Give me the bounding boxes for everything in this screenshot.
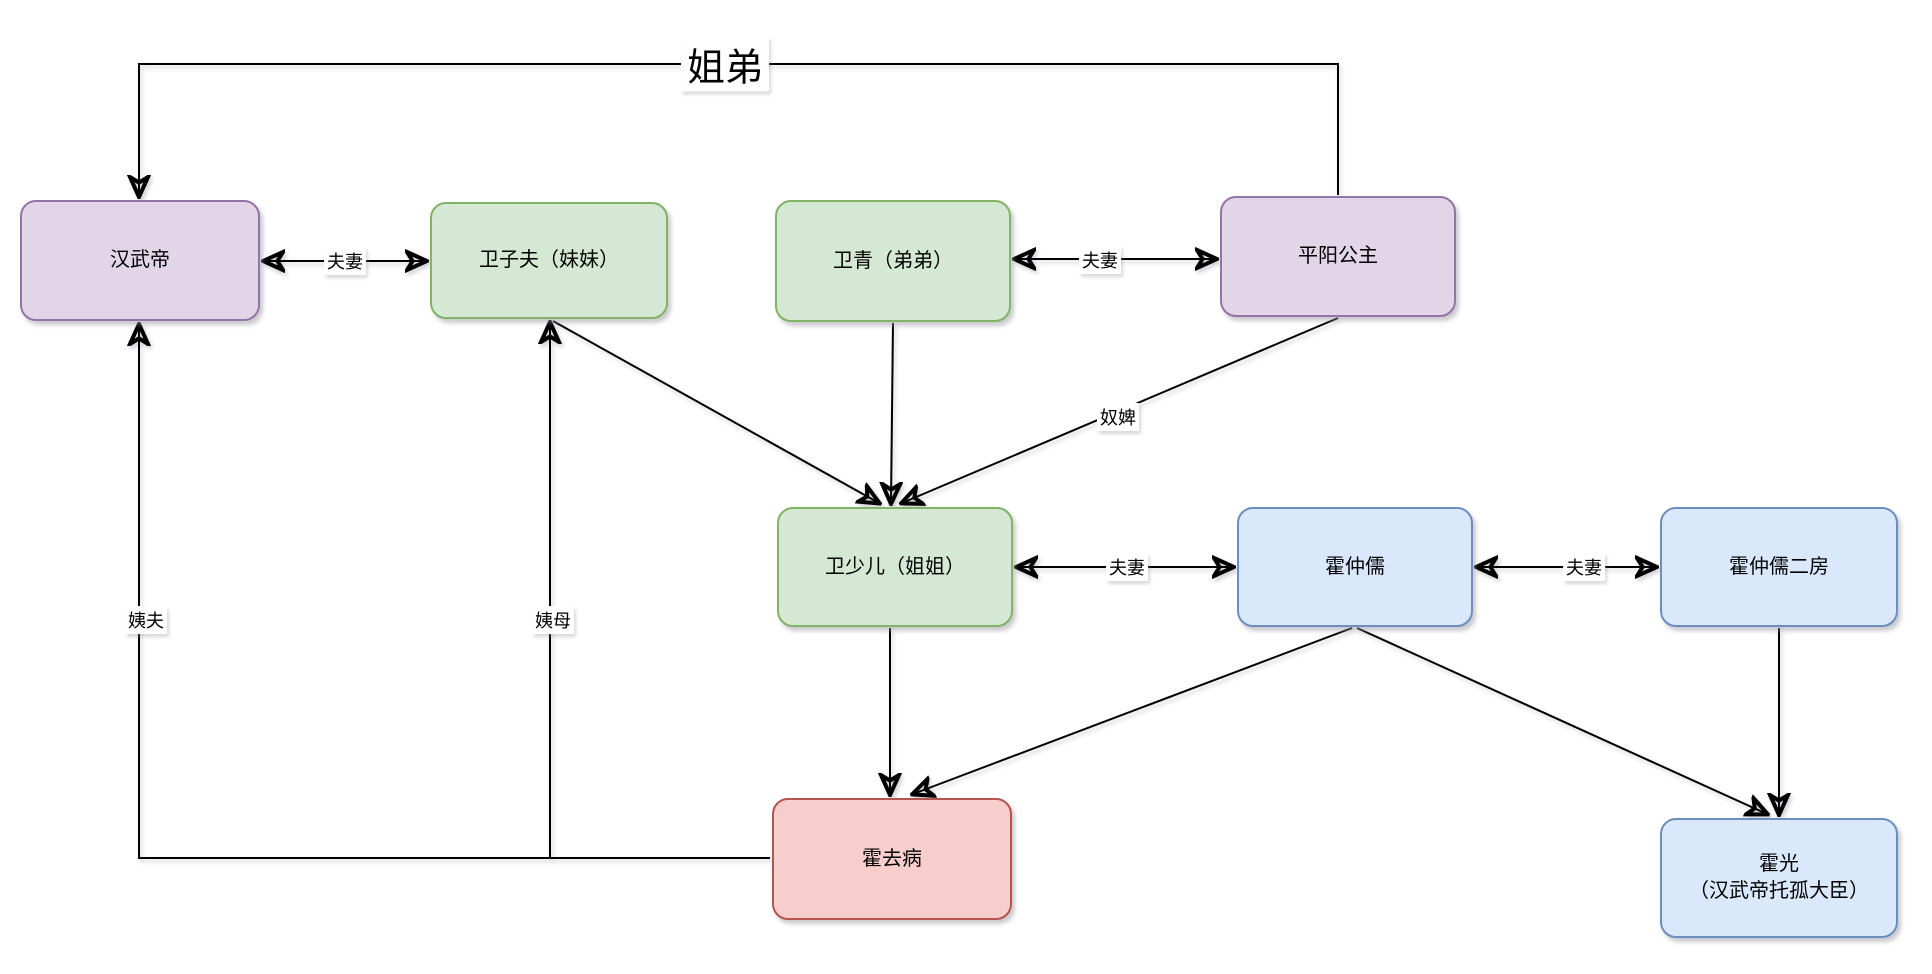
edge-label-sibling: 姐弟 [680,36,770,92]
edge-label-spouse-weiqing-pingyang: 夫妻 [1079,246,1121,274]
node-weiqing: 卫青（弟弟） [775,200,1011,322]
node-erfang: 霍仲儒二房 [1660,507,1898,627]
edge-weiqing-weishaoer [891,322,893,503]
edge-label-aunt: 姨母 [532,606,574,634]
edge-huozhongru-huoguang [1356,627,1767,814]
node-huoguang: 霍光 （汉武帝托孤大臣） [1660,818,1898,938]
node-weishaoer-label: 卫少儿（姐姐） [825,555,965,578]
node-weishaoer: 卫少儿（姐姐） [777,507,1013,627]
node-weizifu: 卫子夫（妹妹） [430,202,668,319]
edge-uncle [139,325,770,859]
node-huoqubing: 霍去病 [772,798,1012,920]
node-pingyang-label: 平阳公主 [1298,245,1378,267]
node-weizifu-label: 卫子夫（妹妹） [479,249,619,271]
edge-label-spouse-weishaoer-huozhongru: 夫妻 [1106,553,1148,581]
edge-label-spouse-huozhongru-erfang: 夫妻 [1563,553,1605,581]
node-huozhongru-label: 霍仲儒 [1325,555,1385,578]
edge-huozhongru-huoqubing [913,627,1353,794]
edge-weizifu-weishaoer [552,320,879,503]
edge-aunt [550,323,770,859]
node-erfang-label: 霍仲儒二房 [1729,555,1829,578]
node-weiqing-label: 卫青（弟弟） [833,249,953,272]
node-huoguang-label: 霍光 （汉武帝托孤大臣） [1689,853,1869,902]
node-huozhongru: 霍仲儒 [1237,507,1473,627]
edge-label-servant: 奴婢 [1097,403,1139,431]
edge-label-spouse-hanwudi-weizifu: 夫妻 [324,247,366,275]
node-huoqubing-label: 霍去病 [862,847,922,870]
node-hanwudi-label: 汉武帝 [110,249,170,271]
node-hanwudi: 汉武帝 [20,200,260,321]
edge-label-uncle: 姨夫 [125,606,167,634]
node-pingyang: 平阳公主 [1220,196,1456,317]
